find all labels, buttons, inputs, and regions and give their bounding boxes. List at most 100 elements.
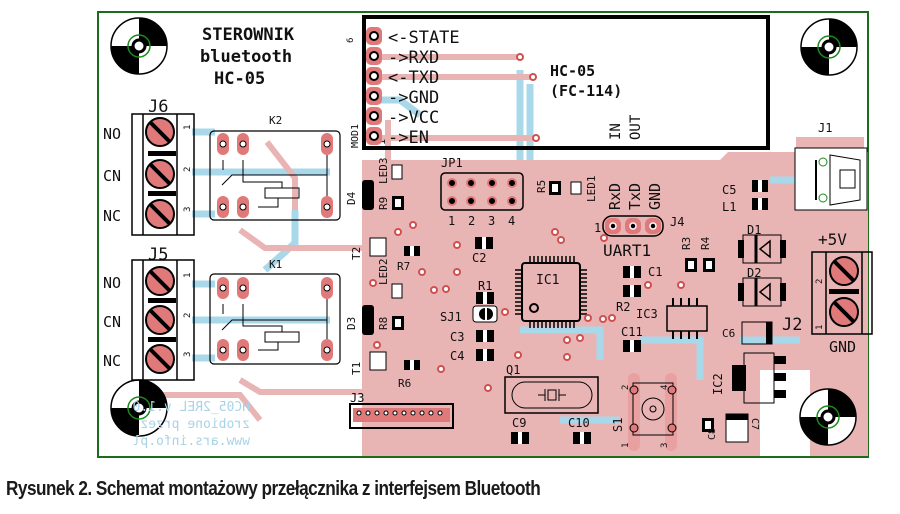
- c1-ref: C1: [648, 265, 662, 279]
- label-no: NO: [103, 125, 121, 143]
- bottom-traces: [192, 70, 800, 424]
- d2-ref: D2: [747, 266, 761, 280]
- s1-pin-2: 2: [621, 385, 631, 390]
- gnd-label: GND: [829, 338, 856, 356]
- c2-ref: C2: [472, 251, 486, 265]
- hc05-module: 6 MOD1 1 <-STATE ->RXD <-TXD ->GND ->VCC…: [346, 15, 770, 150]
- led3-ref: LED3: [377, 158, 390, 185]
- title-line-1: STEROWNIK: [202, 25, 295, 45]
- right-passives: C1 R2 IC3 C11: [616, 265, 708, 352]
- c10-ref: C10: [568, 416, 590, 430]
- mirrored-line-3: www.ars.info.pl: [133, 434, 250, 449]
- t1-ref: T1: [350, 362, 363, 375]
- label-nc: NC: [103, 352, 121, 370]
- vias: [369, 221, 685, 392]
- screw-icon: [829, 256, 859, 286]
- uart-pin-1: 1: [594, 221, 601, 235]
- regulator-section: C6 IC2 C8 C7: [702, 321, 786, 443]
- crystal-q1: Q1 C9 C10: [504, 363, 599, 444]
- pin-1: 1: [183, 125, 193, 130]
- sj1-ref: SJ1: [440, 310, 462, 324]
- c8-ref: C8: [707, 428, 718, 440]
- uart-txd-label: TxD: [626, 183, 644, 210]
- title-line-2: bluetooth: [200, 47, 292, 67]
- c9-ref: C9: [512, 416, 526, 430]
- q1-ref: Q1: [506, 363, 520, 377]
- header-ref: J3: [350, 391, 364, 405]
- screw-icon: [145, 199, 175, 229]
- pcb-assembly-diagram: STEROWNIK bluetooth HC-05 6 MOD1 1 <-STA…: [97, 11, 873, 458]
- r5-led1: R5 LED1: [535, 176, 598, 203]
- uart-gnd-label: GND: [646, 183, 664, 210]
- left-driver-components: D4 LED3 R9 T2 R7 LED2 D3 R8 T1 R6: [345, 158, 420, 390]
- led2-ref: LED2: [377, 259, 390, 286]
- d4-ref: D4: [345, 191, 358, 205]
- screw-icon: [145, 117, 175, 147]
- screw-icon: [145, 344, 175, 374]
- header-j3: J3: [349, 391, 454, 429]
- r2-ref: R2: [616, 300, 630, 314]
- relay-ref: K2: [269, 114, 282, 127]
- c11-ref: C11: [621, 325, 643, 339]
- mounting-hole-icon: [110, 17, 168, 75]
- terminal-ref: J6: [148, 97, 168, 117]
- title-line-3: HC-05: [214, 69, 265, 89]
- pin-3: 3: [183, 352, 193, 357]
- module-pin-pads: [366, 27, 382, 145]
- label-nc: NC: [103, 207, 121, 225]
- d1-ref: D1: [747, 223, 761, 237]
- j2-pin-1: 1: [815, 325, 825, 330]
- module-pin-en: ->EN: [388, 128, 429, 148]
- center-passives: C2 R1 SJ1 C3 C4: [440, 237, 498, 363]
- module-pin-vcc: ->VCC: [388, 108, 439, 128]
- r3-ref: R3: [680, 237, 693, 250]
- screw-icon: [145, 159, 175, 189]
- diodes-d1-d2: D1 D2: [738, 223, 786, 307]
- pin-1: 1: [183, 273, 193, 278]
- module-pin-txd: <-TXD: [388, 68, 439, 88]
- ic1-ref: IC1: [536, 273, 559, 288]
- c6-ref: C6: [722, 327, 735, 340]
- ic1-microcontroller: IC1: [515, 256, 587, 328]
- jp1-pin-4: 4: [508, 214, 515, 228]
- j2-pin-2: 2: [815, 279, 825, 284]
- mirrored-line-1: HC05_2REL v.1.0: [133, 400, 250, 415]
- screw-icon: [829, 297, 859, 327]
- ic2-ref: IC2: [711, 373, 725, 395]
- mirrored-bottom-text: HC05_2REL v.1.0 zrobione przez www.ars.i…: [133, 400, 250, 449]
- module-ref: MOD1: [350, 124, 361, 148]
- label-cn: CN: [103, 167, 121, 185]
- s1-ref: S1: [611, 418, 625, 432]
- s1-pin-3: 3: [660, 443, 670, 448]
- uart-ref: J4: [670, 215, 684, 229]
- relay-block-j6: J6 NO CN NC 1 2 3 K2: [103, 97, 341, 236]
- jumper-jp1: JP1 1 2 3 4: [440, 156, 524, 228]
- ic3-ref: IC3: [636, 307, 658, 321]
- jp1-ref: JP1: [441, 156, 463, 170]
- r8-ref: R8: [377, 317, 390, 330]
- pin-3: 3: [183, 207, 193, 212]
- s1-pin-4: 4: [660, 385, 670, 390]
- c3-ref: C3: [450, 330, 464, 344]
- relay-ref: K1: [269, 258, 282, 271]
- screw-icon: [145, 266, 175, 296]
- module-pin-last: 6: [346, 38, 356, 43]
- label-no: NO: [103, 274, 121, 292]
- module-pin-rxd: ->RXD: [388, 48, 439, 68]
- r4-ref: R4: [699, 236, 712, 250]
- r1-ref: R1: [478, 279, 492, 293]
- button-s1: 2 4 1 3 S1: [611, 373, 677, 451]
- figure-caption: Rysunek 2. Schemat montażowy przełącznik…: [6, 478, 541, 500]
- mounting-hole-icon: [800, 18, 858, 76]
- top-traces: [160, 54, 536, 422]
- c7-ref: C7: [749, 418, 760, 430]
- module-pin-state: <-STATE: [388, 28, 460, 48]
- module-model: (FC-114): [550, 82, 622, 100]
- jp1-pin-3: 3: [488, 214, 495, 228]
- jp1-pin-2: 2: [468, 214, 475, 228]
- t2-ref: T2: [350, 247, 363, 260]
- pin-2: 2: [183, 313, 193, 318]
- c5-ref: C5: [722, 183, 736, 197]
- module-out-label: OUT: [628, 114, 644, 140]
- label-cn: CN: [103, 313, 121, 331]
